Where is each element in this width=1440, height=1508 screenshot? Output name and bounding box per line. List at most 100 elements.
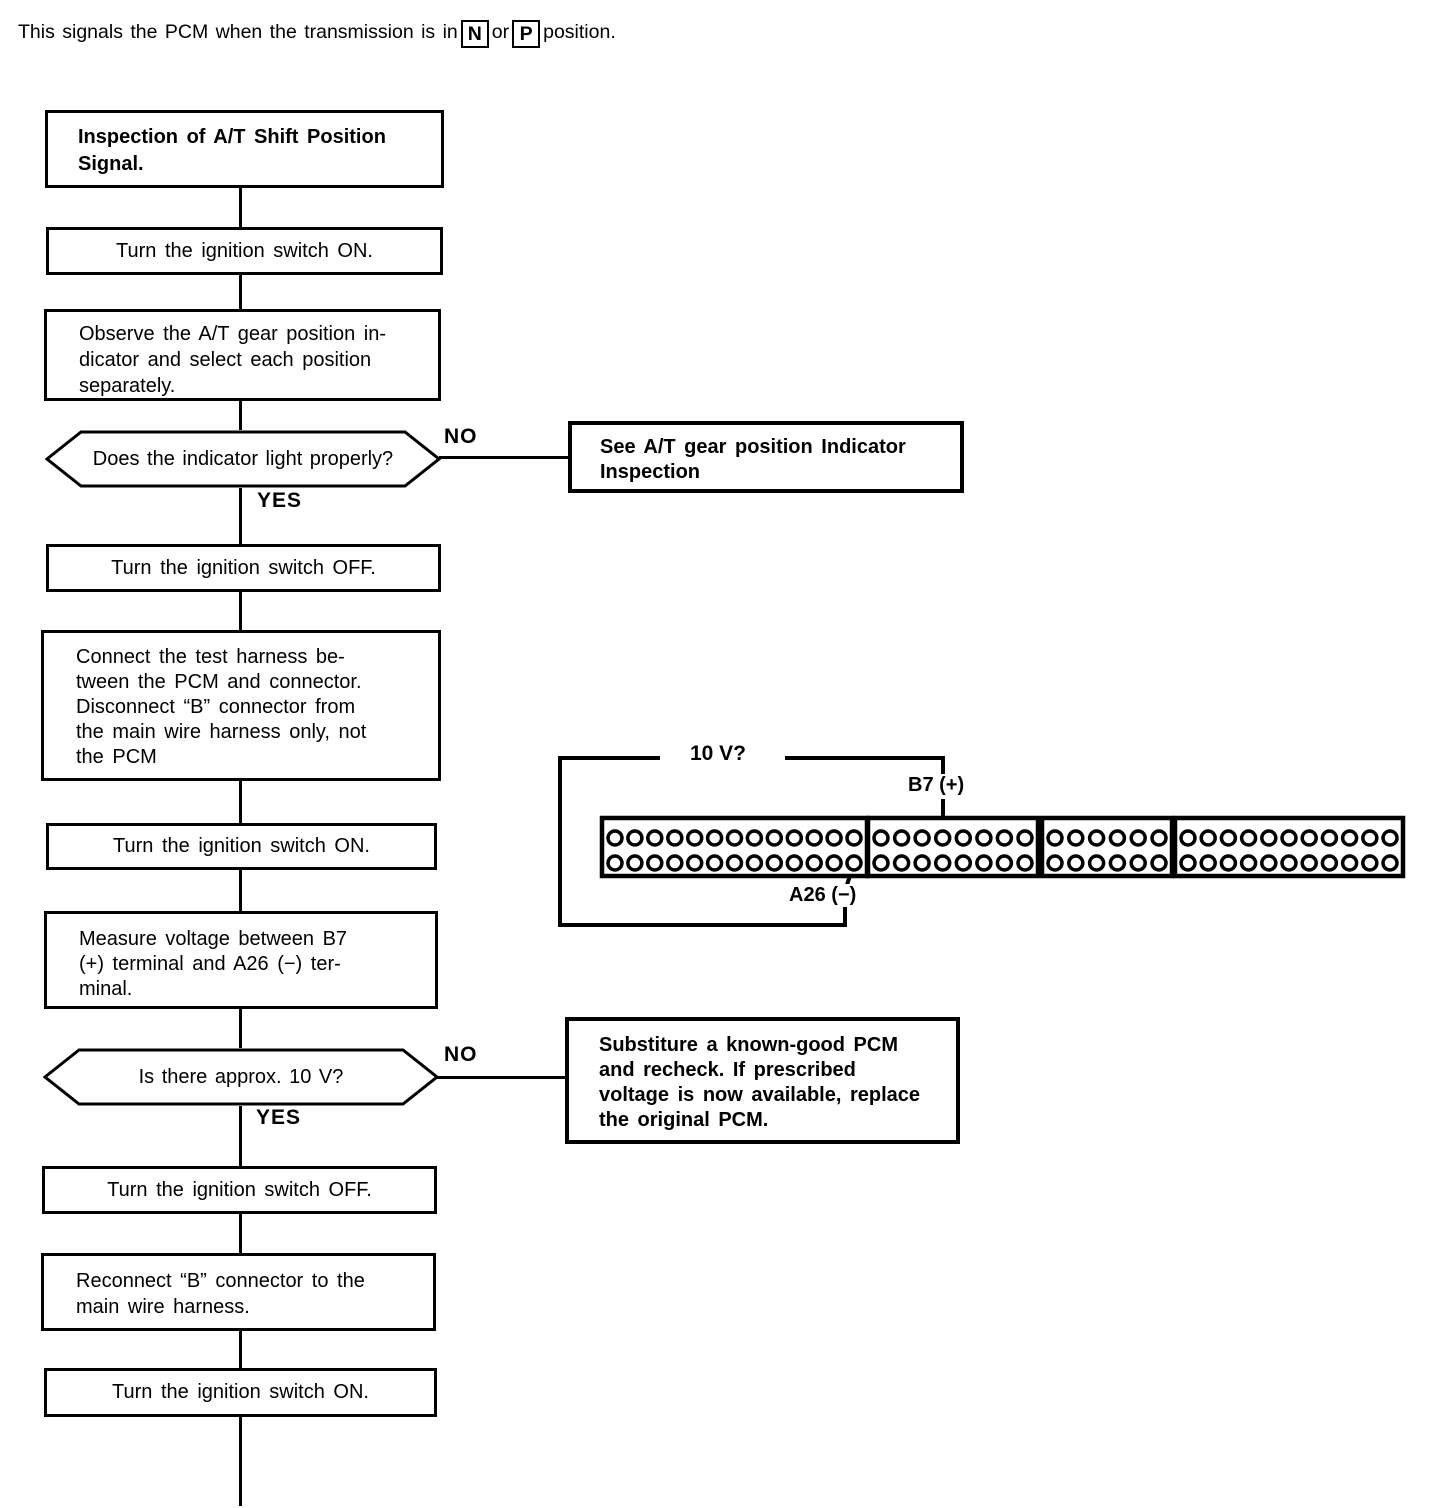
connector-pin — [975, 829, 993, 847]
connector-pin — [975, 854, 993, 872]
connector-pin — [745, 829, 764, 847]
intro-part3: position. — [543, 21, 616, 43]
connector-pin — [805, 829, 823, 847]
connector-pin — [845, 829, 863, 847]
node-observe-indicator: Observe the A/T gear position in- dicato… — [44, 309, 441, 401]
flow-line — [239, 1214, 242, 1253]
connector-pin — [1087, 829, 1106, 847]
connector-pin — [845, 854, 863, 872]
connector-pin — [1199, 829, 1217, 847]
connector-pin — [1300, 854, 1318, 872]
connector-pin — [1067, 829, 1085, 847]
flow-line — [239, 1106, 242, 1166]
connector-pin — [892, 829, 911, 847]
connector-pin — [785, 854, 804, 872]
node-substitute-pcm: Substiture a known-good PCM and recheck.… — [565, 1017, 960, 1144]
gear-key-n: N — [460, 20, 489, 48]
connector-pin — [954, 829, 973, 847]
decision-indicator-light-text: Does the indicator light properly? — [92, 447, 394, 470]
branch-no-2: NO — [444, 1043, 478, 1066]
connector-pin — [646, 854, 664, 872]
hexagon-shape — [45, 430, 441, 488]
pcm-connector-diagram — [558, 756, 1406, 927]
connector-pin — [913, 854, 931, 872]
node-title: Inspection of A/T Shift Position Signal. — [45, 110, 444, 188]
connector-pin — [1129, 829, 1147, 847]
connector-pin — [1260, 854, 1278, 872]
flow-line — [239, 188, 242, 227]
connector-pin — [892, 854, 911, 872]
voltmeter-loop-line — [558, 756, 847, 927]
flow-line — [239, 275, 242, 309]
connector-pin — [913, 829, 931, 847]
connector-pin — [1108, 829, 1127, 847]
connector-pin — [765, 829, 784, 847]
voltmeter-loop-line — [785, 756, 945, 775]
connector-pin — [1260, 829, 1278, 847]
connector-block — [1039, 815, 1175, 879]
b7-terminal-label: B7 (+) — [905, 774, 968, 797]
connector-pin — [1280, 854, 1298, 872]
branch-yes-2: YES — [256, 1106, 302, 1129]
connector-pin — [725, 829, 744, 847]
connector-line-no-2 — [437, 1076, 565, 1079]
connector-pin — [606, 829, 624, 847]
connector-pin — [933, 854, 952, 872]
connector-pin — [1219, 829, 1238, 847]
connector-pin — [1046, 854, 1064, 872]
node-ignition-off-2: Turn the ignition switch OFF. — [42, 1166, 437, 1214]
connector-pin — [1150, 854, 1168, 872]
connector-pin — [1300, 829, 1318, 847]
connector-pin — [1361, 854, 1379, 872]
connector-block — [865, 815, 1041, 879]
connector-pin — [1016, 829, 1034, 847]
connector-pin — [685, 829, 704, 847]
node-ignition-on-2: Turn the ignition switch ON. — [46, 823, 437, 870]
connector-pin-blocks — [599, 815, 1406, 879]
flow-line — [239, 870, 242, 911]
connector-pin — [666, 829, 684, 847]
connector-pin — [1129, 854, 1147, 872]
flow-line — [239, 401, 242, 430]
connector-pin — [805, 854, 823, 872]
connector-pin — [1361, 829, 1379, 847]
connector-pin — [933, 829, 952, 847]
connector-pin — [1087, 854, 1106, 872]
connector-pin — [745, 854, 764, 872]
connector-pin — [1067, 854, 1085, 872]
flow-line — [239, 1009, 242, 1048]
connector-pin — [1239, 854, 1258, 872]
connector-pin — [872, 854, 890, 872]
connector-pin — [646, 829, 664, 847]
node-ignition-off-1: Turn the ignition switch OFF. — [46, 544, 441, 592]
connector-pin — [685, 854, 704, 872]
connector-pin — [1280, 829, 1298, 847]
decision-indicator-light: Does the indicator light properly? — [45, 430, 441, 488]
connector-pin — [1320, 829, 1339, 847]
connector-pin — [825, 829, 843, 847]
flow-line — [239, 1331, 242, 1368]
node-ignition-on-1: Turn the ignition switch ON. — [46, 227, 443, 275]
connector-pin — [1239, 829, 1258, 847]
connector-pin — [1108, 854, 1127, 872]
connector-pin — [995, 854, 1014, 872]
voltmeter-label: 10 V? — [660, 742, 776, 766]
flow-line — [239, 592, 242, 630]
connector-pin — [1381, 854, 1399, 872]
connector-pin — [626, 829, 644, 847]
node-connect-test-harness: Connect the test harness be- tween the P… — [41, 630, 441, 781]
connector-pin — [705, 854, 724, 872]
decision-approx-10v: Is there approx. 10 V? — [43, 1048, 439, 1106]
connector-line-no-1 — [439, 456, 569, 459]
connector-pin — [1340, 854, 1359, 872]
flow-line — [239, 781, 242, 823]
node-reconnect-b-connector: Reconnect “B” connector to the main wire… — [41, 1253, 436, 1331]
branch-yes-1: YES — [257, 489, 303, 512]
connector-pin — [872, 829, 890, 847]
intro-part2: or — [491, 21, 510, 43]
connector-pin — [954, 854, 973, 872]
branch-no-1: NO — [444, 425, 478, 448]
intro-part1: This signals the PCM when the transmissi… — [18, 21, 458, 43]
node-measure-voltage: Measure voltage between B7 (+) terminal … — [44, 911, 438, 1009]
